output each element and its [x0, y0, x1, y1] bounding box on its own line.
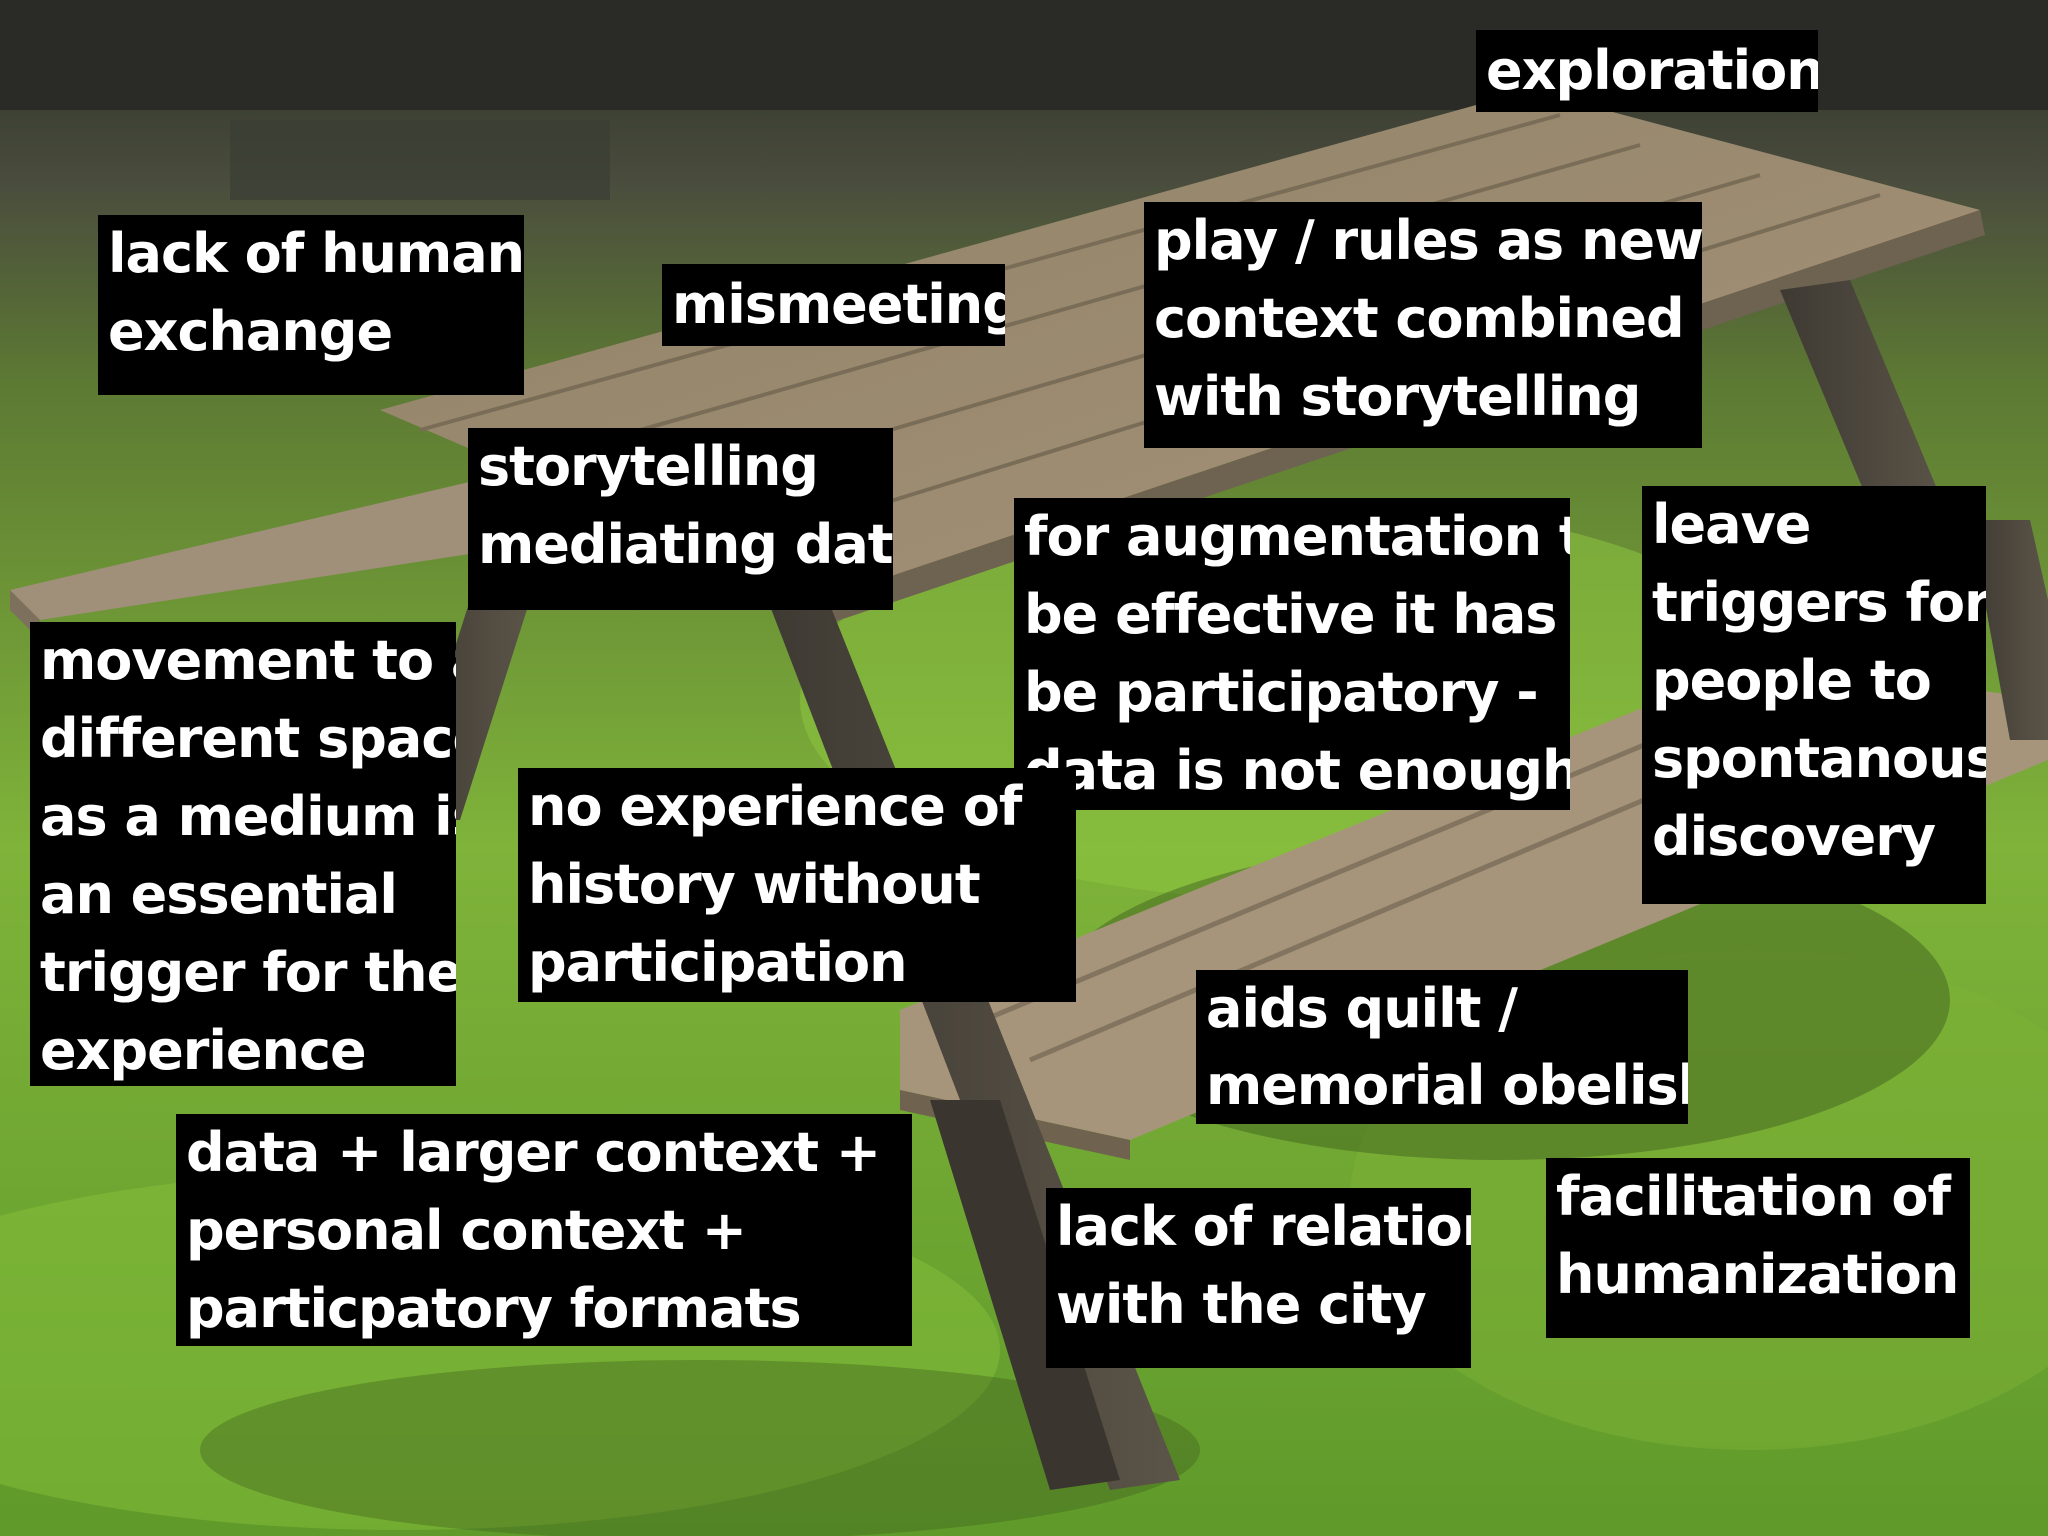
note-line: play / rules as new	[1154, 209, 1702, 272]
note-line: personal context +	[186, 1199, 747, 1262]
note-line: different space	[40, 707, 456, 770]
note-line: data + larger context +	[186, 1121, 881, 1184]
note-line: humanization	[1556, 1243, 1959, 1306]
note-line: triggers for	[1652, 571, 1986, 634]
note-line: as a medium is	[40, 785, 456, 848]
note-line: be participatory -	[1024, 661, 1539, 724]
note-augmentation-participatory: for augmentation to be effective it has …	[1014, 498, 1570, 810]
note-no-experience-of-history: no experience of history without partici…	[518, 768, 1076, 1002]
note-line: facilitation of	[1556, 1165, 1951, 1228]
note-line: spontanous	[1652, 727, 1986, 790]
note-lack-of-human-exchange: lack of human exchange	[98, 215, 524, 395]
note-line: particpatory formats	[186, 1277, 802, 1340]
note-line: with the city	[1056, 1273, 1427, 1336]
note-line: experience	[40, 1019, 367, 1082]
note-play-rules: play / rules as new context combined wit…	[1144, 202, 1702, 448]
note-line: mediating data	[478, 513, 893, 576]
note-line: discovery	[1652, 805, 1936, 868]
note-line: mismeeting	[672, 273, 1005, 336]
note-line: history without	[528, 853, 981, 916]
note-line: lack of human	[108, 222, 524, 285]
note-line: no experience of	[528, 775, 1022, 838]
note-line: context combined	[1154, 287, 1685, 350]
note-line: memorial obelisk	[1206, 1054, 1688, 1117]
note-line: trigger for the	[40, 941, 456, 1004]
note-line: leave	[1652, 493, 1811, 556]
note-data-larger-context: data + larger context + personal context…	[176, 1114, 912, 1346]
note-line: aids quilt /	[1206, 977, 1518, 1040]
note-line: with storytelling	[1154, 365, 1641, 428]
note-line: be effective it has to	[1024, 583, 1570, 646]
note-movement-different-space: movement to a different space as a mediu…	[30, 622, 456, 1086]
note-line: exploration	[1486, 39, 1818, 102]
note-line: movement to a	[40, 629, 456, 692]
note-line: storytelling	[478, 435, 819, 498]
note-lack-of-relation-with-city: lack of relation with the city	[1046, 1188, 1471, 1368]
note-aids-quilt: aids quilt / memorial obelisk	[1196, 970, 1688, 1124]
note-line: people to	[1652, 649, 1932, 712]
note-line: exchange	[108, 300, 393, 363]
note-line: for augmentation to	[1024, 505, 1570, 568]
note-leave-triggers: leave triggers for people to spontanous …	[1642, 486, 1986, 904]
note-line: an essential	[40, 863, 398, 926]
note-line: data is not enough	[1024, 739, 1570, 802]
note-storytelling-mediating-data: storytelling mediating data	[468, 428, 893, 610]
note-facilitation-of-humanization: facilitation of humanization	[1546, 1158, 1970, 1338]
note-mismeeting: mismeeting	[662, 264, 1005, 346]
note-line: participation	[528, 931, 908, 994]
note-exploration: exploration	[1476, 30, 1818, 112]
note-line: lack of relation	[1056, 1195, 1471, 1258]
